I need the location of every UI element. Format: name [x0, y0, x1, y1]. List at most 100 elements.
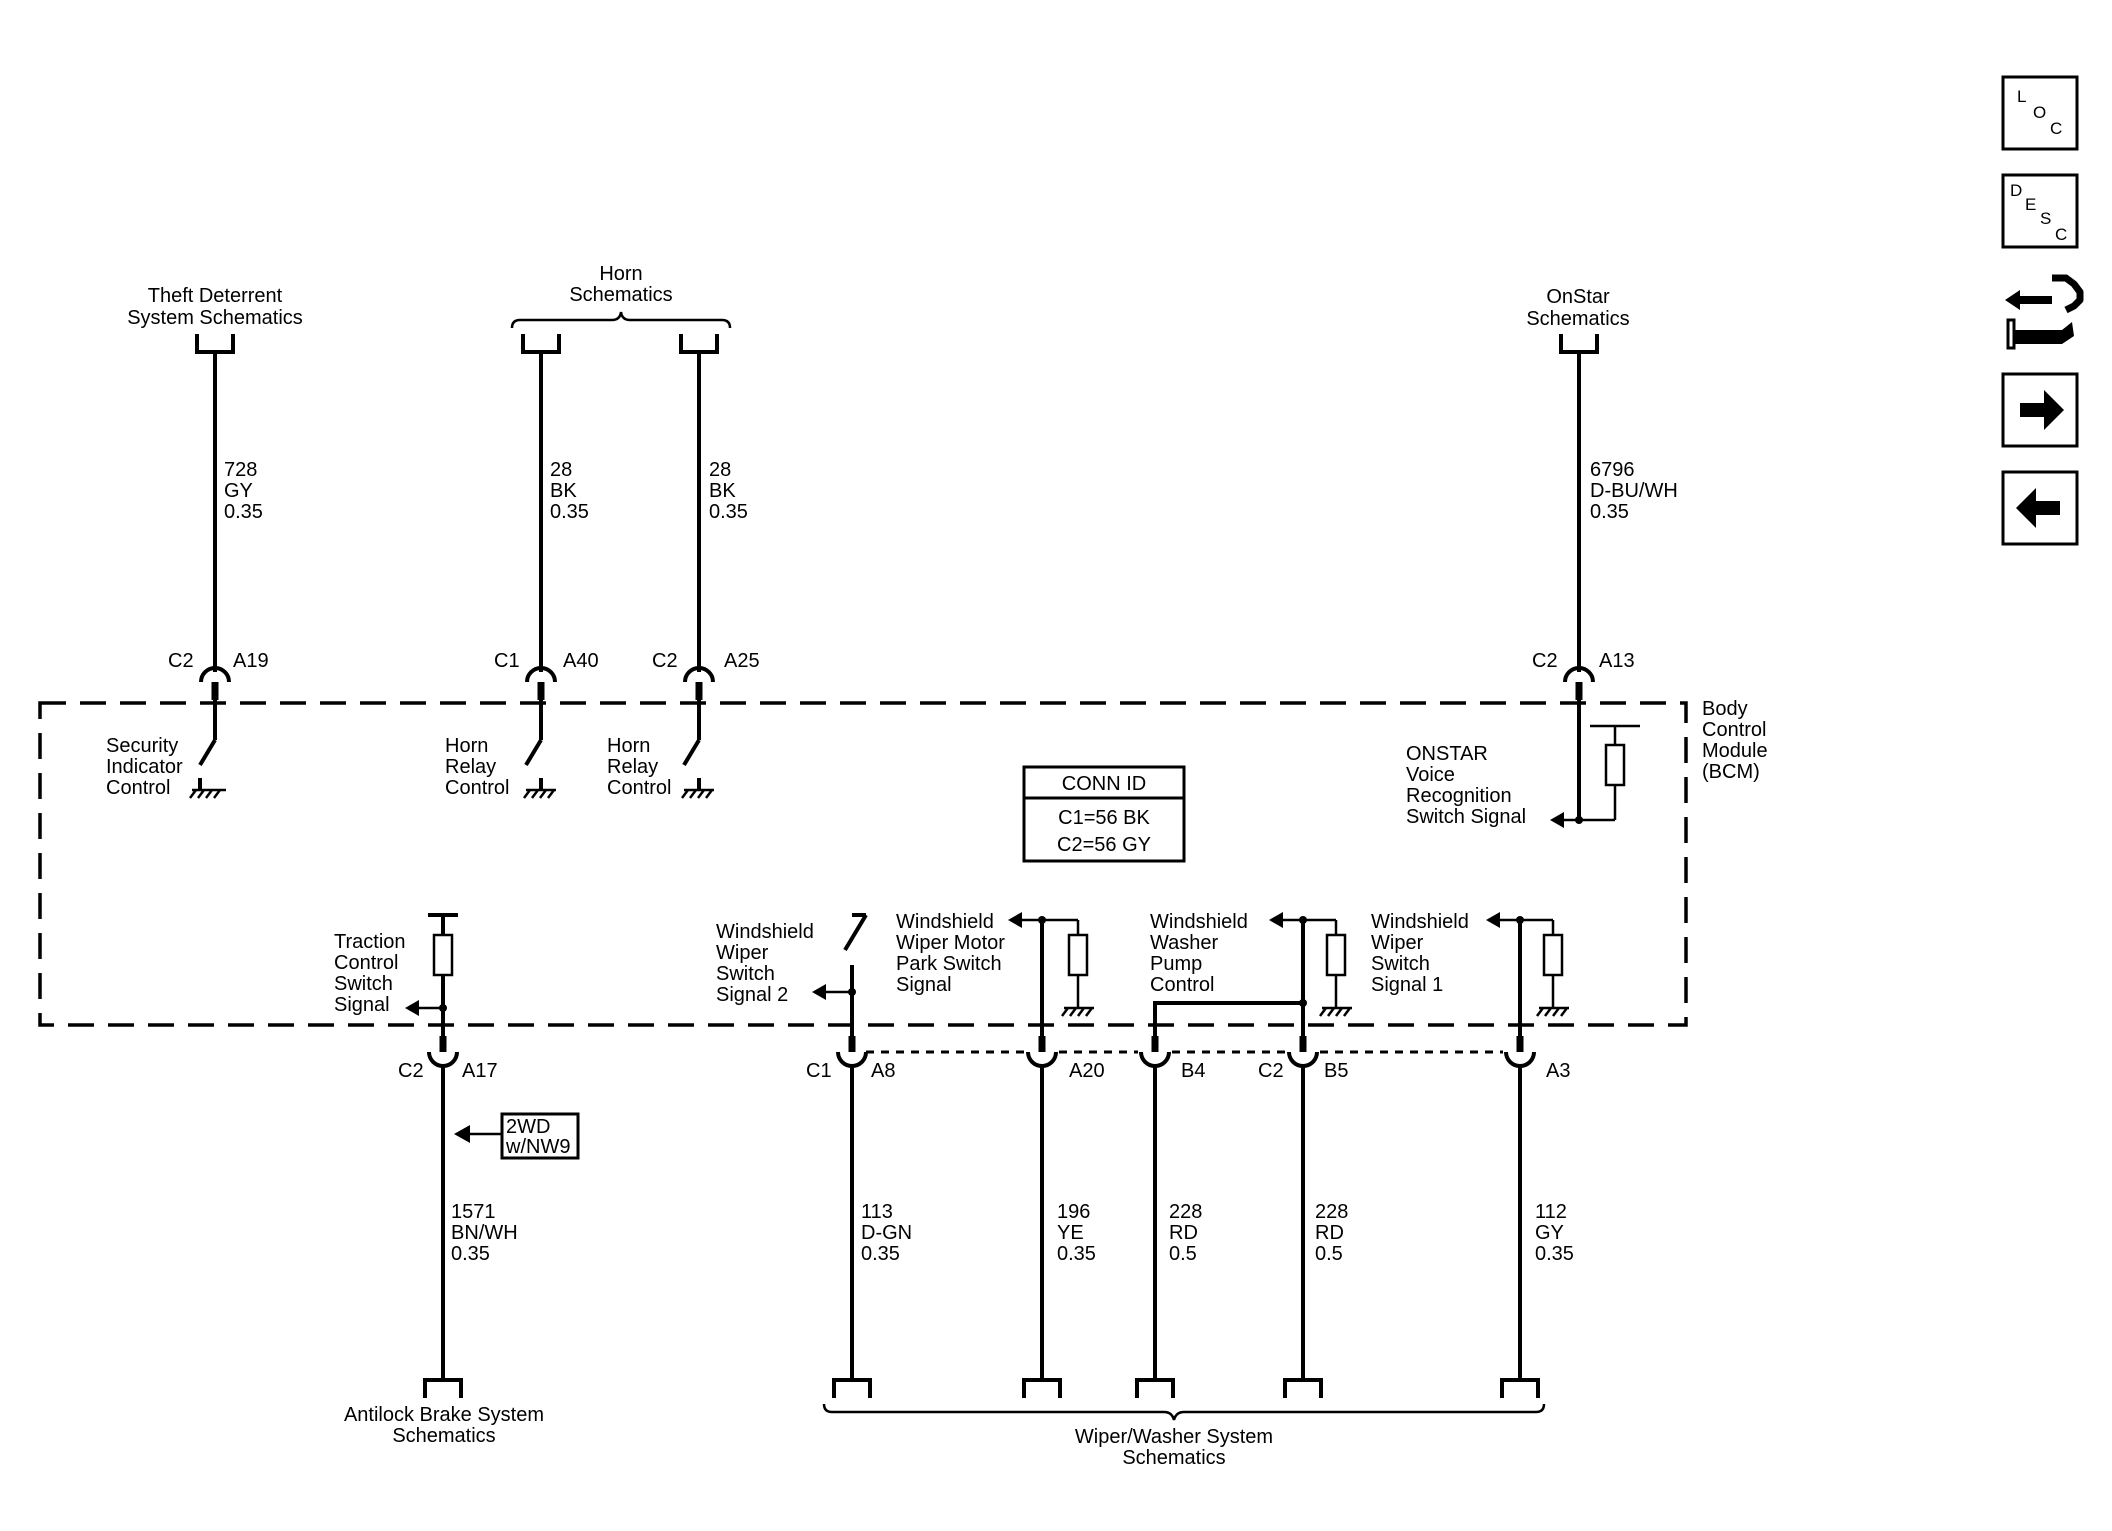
next-button[interactable]: [2001, 372, 2079, 448]
wire-color: RD: [1169, 1222, 1198, 1244]
connector-id: C2: [1258, 1060, 1284, 1082]
previous-button[interactable]: [2001, 470, 2079, 546]
connector-id: C2: [1532, 650, 1558, 672]
connector-symbol: [423, 1378, 463, 1398]
ground-icon: [1319, 1006, 1352, 1017]
pin-id: B4: [1181, 1060, 1205, 1082]
pin-id: A25: [724, 650, 760, 672]
svg-text:ONSTAR: ONSTAR: [1406, 743, 1488, 765]
ground-icon: [189, 788, 226, 799]
svg-text:Switch Signal: Switch Signal: [1406, 806, 1526, 828]
pin-c2-b5[interactable]: C2 B5: [1258, 1036, 1348, 1082]
theft-deterrent-destination[interactable]: Theft Deterrent System Schematics: [127, 285, 303, 354]
abs-destination[interactable]: Antilock Brake System Schematics: [344, 1378, 544, 1447]
wire-color: YE: [1057, 1222, 1084, 1244]
destination-label: Horn: [599, 263, 642, 285]
destination-label: Wiper/Washer System: [1075, 1426, 1273, 1448]
wire-color: D-BU/WH: [1590, 480, 1678, 502]
option-code: w/NW9: [505, 1136, 570, 1158]
pin-c1-a40[interactable]: C1 A40: [494, 650, 599, 700]
wiper-switch-signal-2-circuit: Windshield Wiper Switch Signal 2: [716, 913, 868, 1036]
connector-symbol: [195, 334, 235, 354]
pin-c2-a25[interactable]: C2 A25: [652, 650, 760, 700]
wire-gauge: 0.35: [861, 1243, 900, 1265]
wire-gauge: 0.35: [1590, 501, 1629, 523]
pin-c2-a17[interactable]: C2 A17: [398, 1036, 498, 1082]
svg-text:Windshield: Windshield: [896, 911, 994, 933]
svg-text:Wiper Motor: Wiper Motor: [896, 932, 1005, 954]
connector-arrows-icon: [2005, 274, 2084, 350]
connector-view-button[interactable]: [2005, 274, 2084, 350]
connector-id: C1: [806, 1060, 832, 1082]
wire-228-b4: 228 RD 0.5: [1153, 1066, 1202, 1380]
bcm-module-label: Body Control Module (BCM): [1702, 698, 1768, 783]
wiper-washer-destination[interactable]: Wiper/Washer System Schematics: [822, 1378, 1546, 1469]
pin-c2-a13[interactable]: C2 A13: [1532, 650, 1635, 700]
circuit-number: 112: [1535, 1201, 1567, 1223]
group-brace: [822, 1403, 1546, 1421]
wire-6796: 6796 D-BU/WH 0.35: [1577, 352, 1678, 672]
svg-text:Control: Control: [445, 777, 509, 799]
pin-id: A40: [563, 650, 599, 672]
connector-id: C2: [398, 1060, 424, 1082]
wire-gauge: 0.35: [451, 1243, 490, 1265]
wire-112: 112 GY 0.35: [1518, 1066, 1574, 1380]
svg-text:Windshield: Windshield: [1150, 911, 1248, 933]
horn-relay-switch-a40: Horn Relay Control: [445, 700, 556, 799]
svg-text:Pump: Pump: [1150, 953, 1202, 975]
circuit-number: 228: [1315, 1201, 1348, 1223]
wire-228-b5: 228 RD 0.5: [1301, 1066, 1348, 1380]
wire-color: BN/WH: [451, 1222, 518, 1244]
arrow-left-icon: [2016, 488, 2060, 528]
wire-gauge: 0.35: [709, 501, 748, 523]
wire-color: D-GN: [861, 1222, 912, 1244]
wire-113: 113 D-GN 0.35: [850, 1066, 912, 1380]
svg-text:Body: Body: [1702, 698, 1748, 720]
horn-destination-group[interactable]: Horn Schematics: [510, 263, 732, 354]
svg-text:Control: Control: [1150, 974, 1214, 996]
group-brace: [510, 311, 732, 329]
connector-id: C1: [494, 650, 520, 672]
pin-a3[interactable]: A3: [1504, 1036, 1570, 1082]
onstar-destination[interactable]: OnStar Schematics: [1526, 286, 1630, 354]
wire-color: BK: [550, 480, 577, 502]
svg-text:Wiper: Wiper: [716, 942, 769, 964]
desc-letter: S: [2040, 209, 2051, 228]
loc-letter: L: [2017, 87, 2026, 106]
destination-label: OnStar: [1546, 286, 1610, 308]
connector-symbol: [1135, 1378, 1175, 1398]
circuit-number: 28: [550, 459, 572, 481]
conn-id-title: CONN ID: [1062, 773, 1146, 795]
pin-a20[interactable]: A20: [1026, 1036, 1105, 1082]
option-2wd-nw9: 2WD w/NW9: [454, 1112, 580, 1160]
wire-gauge: 0.35: [1535, 1243, 1574, 1265]
connector-symbol: [1283, 1378, 1323, 1398]
destination-label: System Schematics: [127, 307, 303, 329]
svg-text:Wiper: Wiper: [1371, 932, 1424, 954]
pin-b4[interactable]: B4: [1139, 1036, 1205, 1082]
svg-text:Horn: Horn: [445, 735, 488, 757]
loc-button[interactable]: L O C: [2001, 75, 2079, 151]
connector-symbol: [679, 334, 719, 354]
destination-label: Schematics: [1122, 1447, 1225, 1469]
wire-gauge: 0.35: [550, 501, 589, 523]
desc-button[interactable]: D E S C: [2001, 173, 2079, 249]
pin-c1-a8[interactable]: C1 A8: [806, 1036, 895, 1082]
svg-text:Recognition: Recognition: [1406, 785, 1512, 807]
onstar-pullup-circuit: ONSTAR Voice Recognition Switch Signal: [1406, 700, 1640, 828]
svg-text:Windshield: Windshield: [1371, 911, 1469, 933]
pin-id: A17: [462, 1060, 498, 1082]
pin-id: A13: [1599, 650, 1635, 672]
pin-c2-a19[interactable]: C2 A19: [168, 650, 269, 700]
svg-text:Signal 1: Signal 1: [1371, 974, 1443, 996]
horn-relay-switch-a25: Horn Relay Control: [607, 700, 714, 799]
wire-gauge: 0.35: [1057, 1243, 1096, 1265]
wire-gauge: 0.5: [1315, 1243, 1343, 1265]
svg-text:Control: Control: [106, 777, 170, 799]
circuit-number: 228: [1169, 1201, 1202, 1223]
desc-letter: C: [2055, 225, 2067, 244]
svg-text:Signal 2: Signal 2: [716, 984, 788, 1006]
svg-text:Relay: Relay: [445, 756, 496, 778]
desc-letter: E: [2025, 195, 2036, 214]
